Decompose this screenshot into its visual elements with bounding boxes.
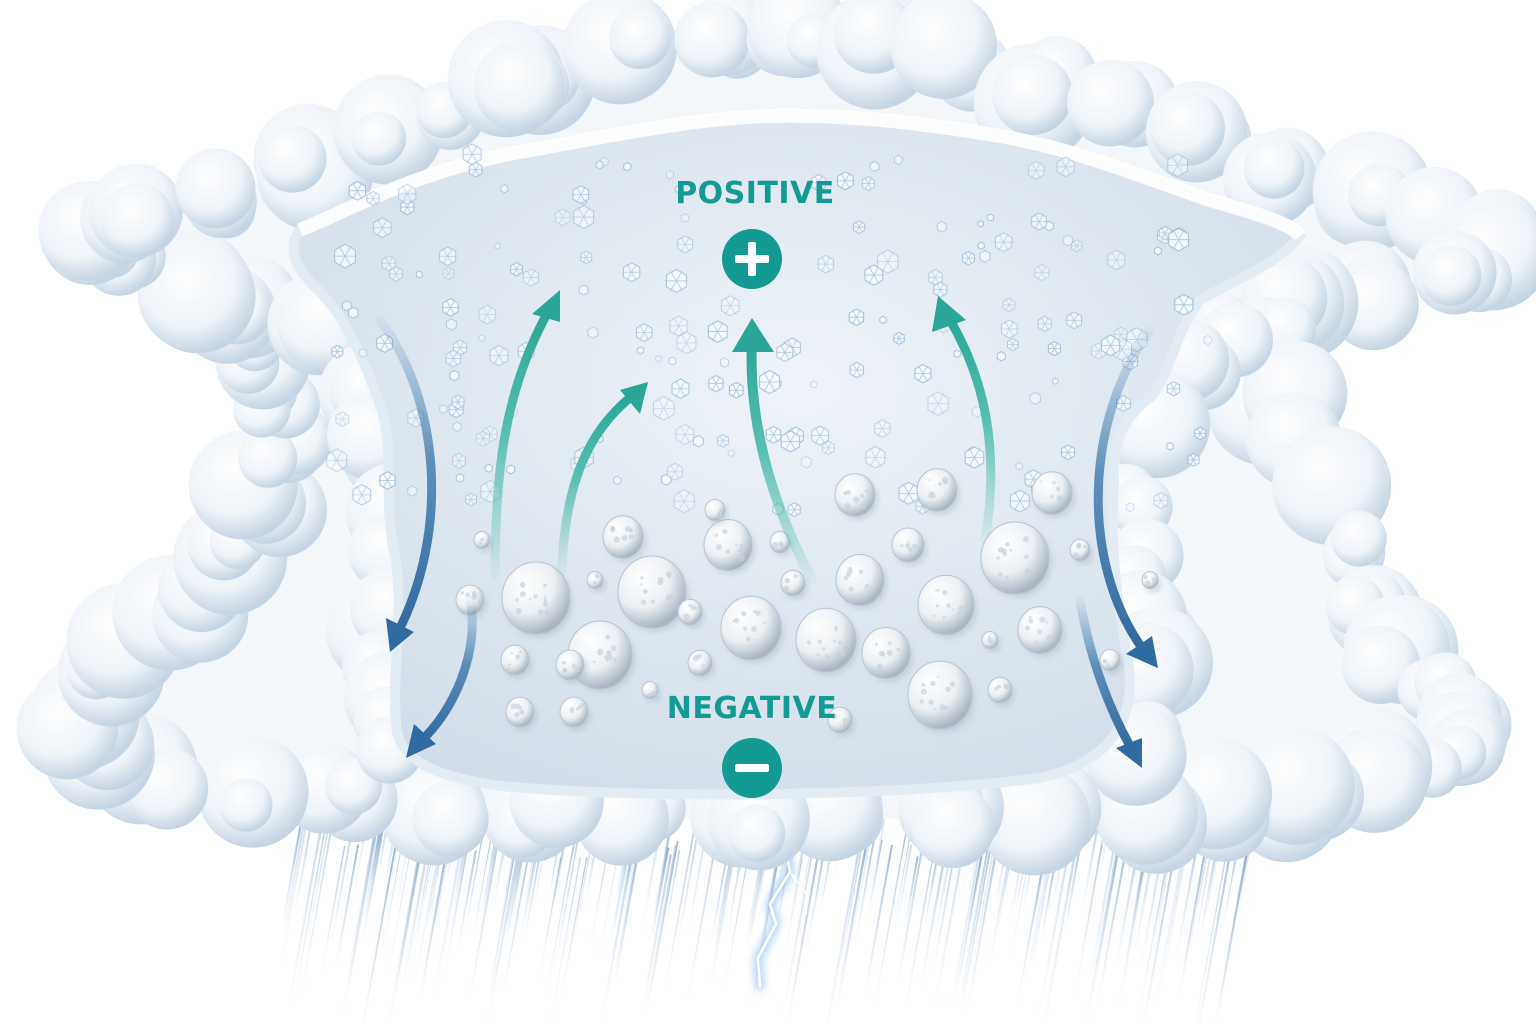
updraft-arrow xyxy=(932,296,996,545)
updraft-arrow xyxy=(732,318,817,585)
negative-sign-icon xyxy=(722,738,782,798)
negative-label: NEGATIVE xyxy=(667,691,837,726)
positive-sign-icon xyxy=(722,229,782,289)
positive-charge-group: POSITIVE xyxy=(675,176,835,289)
ice-crystals xyxy=(325,143,1213,518)
downdraft-arrow xyxy=(1093,325,1158,668)
updraft-arrow xyxy=(490,290,560,580)
negative-charge-group: NEGATIVE xyxy=(667,691,837,798)
updraft-arrows xyxy=(490,290,996,585)
graupel-particles xyxy=(455,468,1161,737)
downdraft-arrow xyxy=(406,595,477,758)
downdraft-arrow xyxy=(1075,595,1142,768)
positive-label: POSITIVE xyxy=(675,176,835,211)
downdraft-arrow xyxy=(375,315,437,652)
updraft-arrow xyxy=(557,382,648,575)
downdraft-arrows xyxy=(375,315,1158,768)
